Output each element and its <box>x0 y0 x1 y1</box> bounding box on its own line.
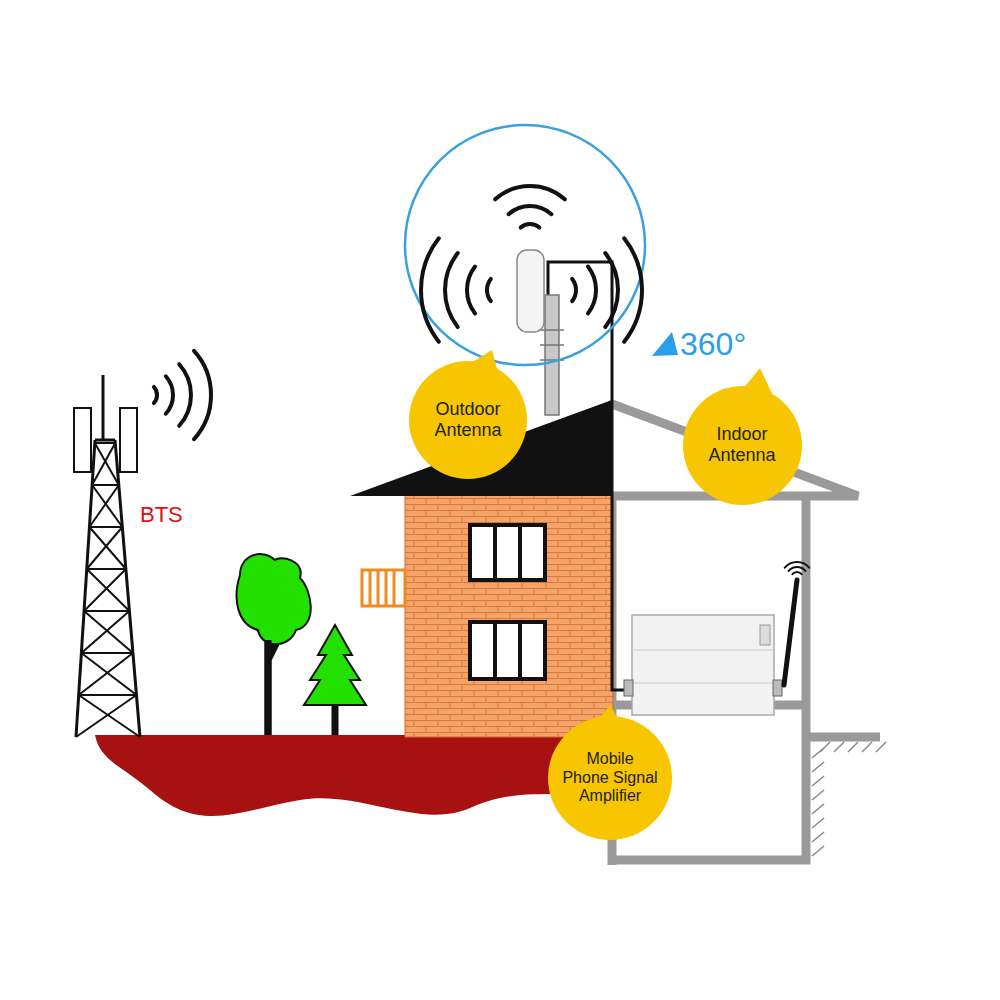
wave-arc <box>785 562 810 568</box>
ground <box>95 735 615 816</box>
rotation-circle <box>405 125 645 365</box>
windows <box>470 525 545 679</box>
wave-arc <box>495 186 565 199</box>
callout-bubble: Indoor Antenna <box>683 386 802 505</box>
wave-arc <box>154 387 157 403</box>
signal-waves <box>154 186 809 574</box>
wave-arc <box>605 253 618 327</box>
station-label: BTS <box>140 502 183 528</box>
wave-arc <box>445 253 458 327</box>
callout-text: Indoor Antenna <box>692 424 792 465</box>
callout-bubble: Mobile Phone Signal Amplifier <box>548 716 672 840</box>
wave-arc <box>624 238 642 341</box>
signal-amplifier <box>624 615 782 715</box>
callout-text: Mobile Phone Signal Amplifier <box>562 750 658 805</box>
wave-arc <box>467 267 475 314</box>
wave-arc <box>166 376 173 413</box>
rotation-arrow <box>652 332 678 356</box>
callout-text: Outdoor Antenna <box>420 399 516 440</box>
wave-arc <box>179 364 191 426</box>
wave-arc <box>572 279 576 301</box>
coax-cable <box>548 262 628 690</box>
brick-wall <box>405 495 613 737</box>
mast-clamps <box>540 330 564 360</box>
wave-arc <box>194 351 211 439</box>
wave-arc <box>792 572 801 574</box>
callout-bubble: Outdoor Antenna <box>409 361 527 479</box>
wave-arc <box>588 267 596 314</box>
wave-arc <box>789 567 806 571</box>
soil-hatching <box>812 742 886 856</box>
wave-arc <box>509 206 552 214</box>
trees <box>237 554 366 735</box>
bts-tower <box>74 375 140 737</box>
wave-arc <box>487 279 491 301</box>
wave-arc <box>521 224 540 228</box>
wave-arc <box>421 238 439 341</box>
mast <box>545 295 559 415</box>
rotation-label: 360° <box>680 326 746 363</box>
indoor-antenna <box>784 580 797 685</box>
balcony <box>362 570 405 606</box>
outdoor-antenna <box>517 250 544 332</box>
